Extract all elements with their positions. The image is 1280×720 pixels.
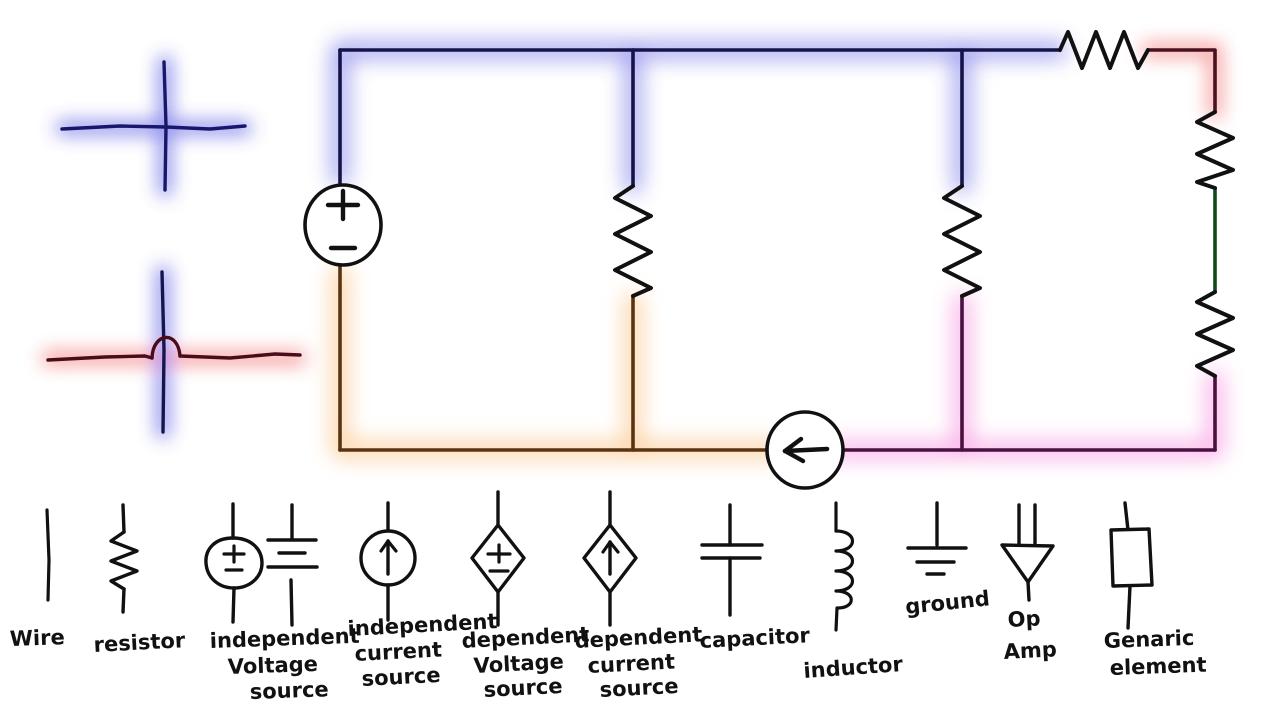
legend-symbol-independent-voltage-source — [204, 502, 264, 624]
svg-text:independent: independent — [209, 624, 360, 653]
legend-label-capacitor: capacitor — [699, 623, 811, 653]
legend-label-op-amp: Op Amp — [1003, 606, 1057, 664]
svg-text:Voltage: Voltage — [227, 652, 318, 679]
svg-text:source: source — [483, 674, 563, 702]
svg-text:Genaric: Genaric — [1103, 626, 1194, 653]
circuit-voltage-source[interactable] — [303, 183, 383, 267]
crossing-example-hop — [46, 270, 302, 434]
crossing-example-connected — [60, 60, 247, 192]
circuit-resistor-mid-right[interactable] — [942, 184, 982, 298]
circuit-resistor-mid-left[interactable] — [613, 184, 653, 298]
legend-symbol-battery — [266, 503, 319, 627]
svg-text:source: source — [599, 674, 679, 702]
legend-label-inductor: inductor — [803, 652, 904, 683]
svg-text:source: source — [249, 677, 329, 704]
legend-label-dependent-voltage-source: dependent Voltage source — [461, 622, 590, 702]
legend-symbol-resistor — [109, 503, 139, 614]
legend-symbol-generic-element — [1109, 501, 1154, 630]
circuit-resistor-top[interactable] — [1058, 30, 1150, 70]
legend-symbol-inductor — [834, 501, 855, 632]
svg-text:Amp: Amp — [1003, 637, 1057, 664]
legend-symbol-capacitor — [700, 503, 764, 617]
legend-symbol-ground — [906, 501, 968, 576]
circuit-current-source[interactable] — [765, 410, 845, 490]
svg-text:Voltage: Voltage — [473, 649, 564, 678]
svg-text:current: current — [587, 649, 675, 678]
legend-symbol-wire — [45, 508, 51, 602]
legend-symbol-independent-current-source — [359, 501, 417, 622]
circuit-resistor-right-upper[interactable] — [1195, 110, 1235, 190]
legend-symbol-op-amp — [1000, 503, 1055, 602]
svg-text:element: element — [1109, 653, 1207, 680]
legend-label-ground: ground — [904, 586, 991, 619]
circuit-resistor-right-lower[interactable] — [1195, 290, 1235, 378]
legend-label-wire: Wire — [9, 625, 65, 651]
circuit-wires — [338, 48, 1217, 452]
legend-symbol-dependent-current-source — [582, 490, 638, 627]
legend-label-resistor: resistor — [93, 628, 186, 657]
legend-label-independent-voltage-source: independent Voltage source — [209, 624, 360, 704]
legend-label-generic-element: Genaric element — [1103, 626, 1207, 680]
legend-symbol-dependent-voltage-source — [470, 490, 526, 627]
svg-text:source: source — [361, 663, 441, 691]
svg-text:dependent: dependent — [574, 622, 703, 653]
svg-text:current: current — [354, 637, 442, 666]
svg-text:Op: Op — [1007, 606, 1041, 632]
legend-label-dependent-current-source: dependent current source — [574, 622, 703, 702]
